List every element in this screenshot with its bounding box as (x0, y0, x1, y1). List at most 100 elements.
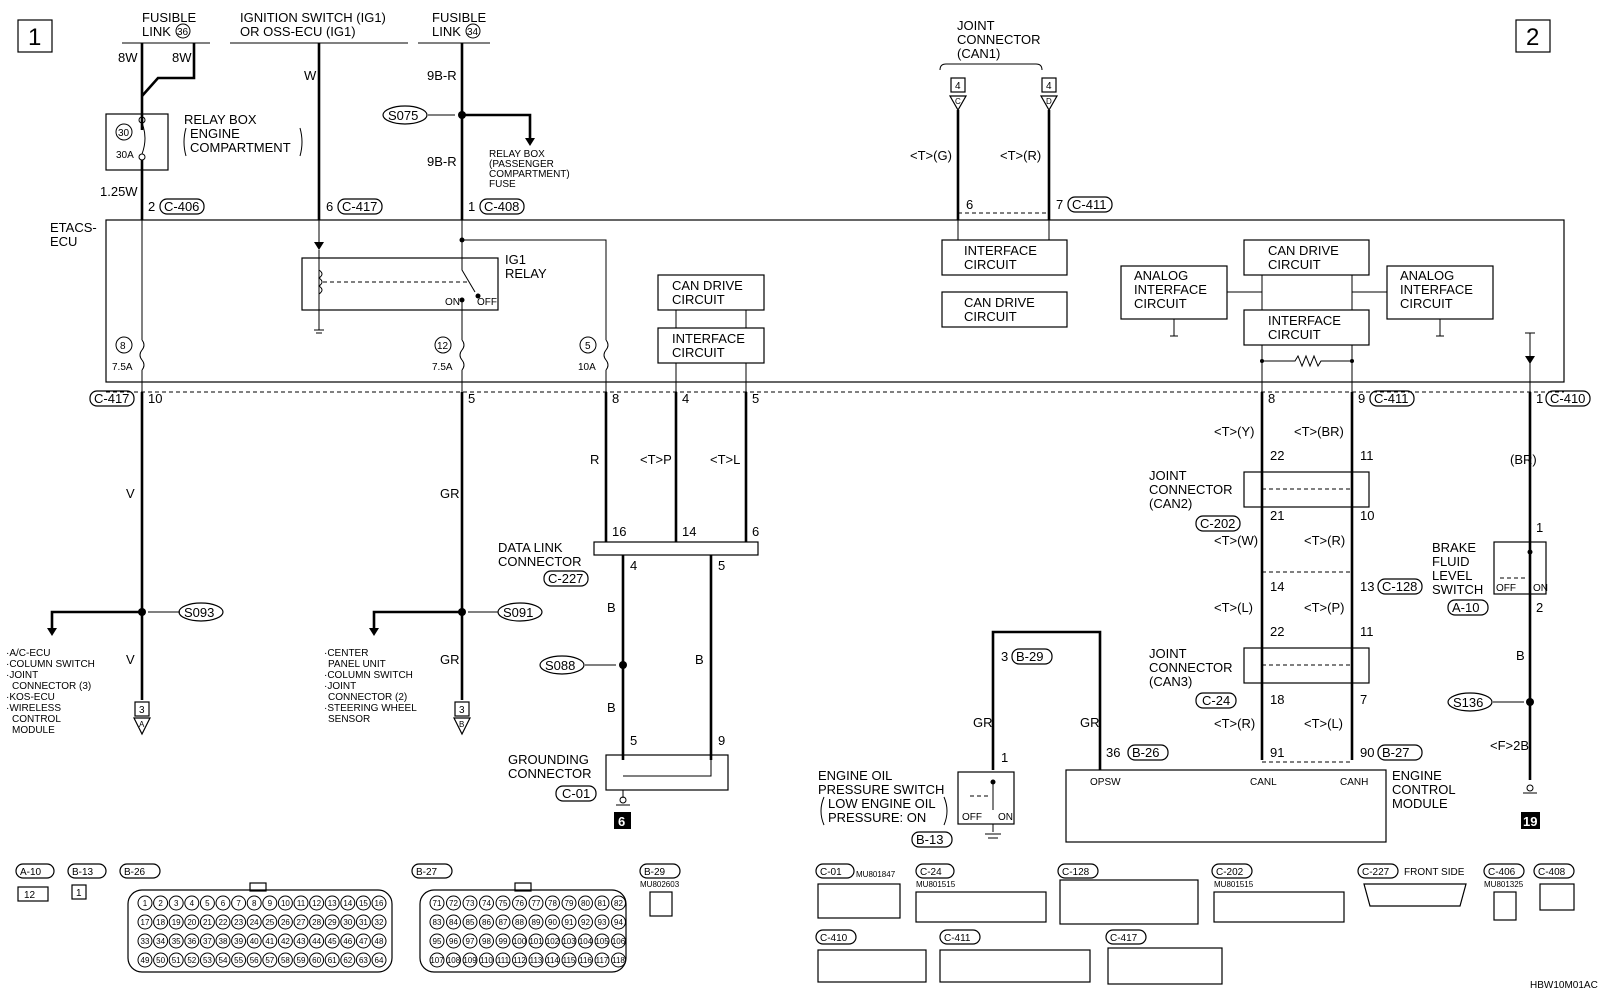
can1-c: C (955, 97, 961, 106)
relay-box-engine-line2: ENGINE (190, 126, 240, 141)
can1-pin-4b: 4 (1046, 81, 1052, 92)
pin-circle (594, 895, 610, 911)
pin-label: 95 (433, 937, 442, 946)
pin-5c: 5 (718, 558, 725, 573)
wire-t-br: <T>(BR) (1294, 424, 1344, 439)
interface-2-line1: INTERFACE (964, 243, 1037, 258)
pin-circle (137, 933, 153, 949)
pin-circle (293, 914, 309, 930)
pin-label: 13 (328, 899, 337, 908)
brake-line4: SWITCH (1432, 582, 1483, 597)
wire-t-l2: <T>(L) (1214, 600, 1253, 615)
pin-circle (512, 895, 527, 911)
pin-label: 85 (466, 918, 475, 927)
pin-label: 30 (343, 918, 352, 927)
pin-circle (293, 895, 309, 911)
mid-list-2: PANEL UNIT (328, 659, 386, 670)
pin-circle (137, 952, 153, 968)
pin-1c: 1 (1001, 750, 1008, 765)
pin-circle (578, 895, 593, 911)
pin-circle (611, 952, 626, 968)
pin-label: 33 (141, 937, 150, 946)
eng-oil-line4: PRESSURE: ON (828, 810, 926, 825)
pin-label: 12 (312, 899, 321, 908)
can-drive-2-line1: CAN DRIVE (964, 295, 1035, 310)
pin-circle (528, 952, 544, 968)
fuse-7-5a-b: 7.5A (432, 362, 453, 373)
brake-line3: LEVEL (1432, 568, 1472, 583)
pin-circle (231, 895, 247, 911)
analog-2-line1: ANALOG (1400, 268, 1454, 283)
pin-label: 31 (359, 918, 368, 927)
pin-4b: 4 (630, 558, 637, 573)
gnd-conn-line1: GROUNDING (508, 752, 589, 767)
relay-box-engine-line1: RELAY BOX (184, 112, 257, 127)
pin-circle (512, 933, 527, 949)
joint-can1-line1: JOINT (957, 18, 995, 33)
pin-circle (479, 895, 494, 911)
pin-label: 105 (595, 937, 609, 946)
pin-circle (611, 895, 626, 911)
legend-c417: C-417 (1110, 933, 1138, 944)
pin-label: 77 (532, 899, 541, 908)
pin-circle (578, 914, 593, 930)
pin-circle (561, 952, 577, 968)
pin-22: 22 (1270, 448, 1284, 463)
pin-label: 42 (281, 937, 290, 946)
pin-label: 47 (359, 937, 368, 946)
pin-label: 113 (530, 956, 543, 965)
fuse-30a: 30A (116, 150, 134, 161)
pin-circle (184, 914, 200, 930)
pin-label: 62 (343, 956, 352, 965)
legend-c01: C-01 (820, 867, 842, 878)
mid-list-5: CONNECTOR (2) (328, 692, 407, 703)
conn-c24: C-24 (1202, 693, 1230, 708)
wire-t-p: <T>P (640, 452, 672, 467)
wire-gr-4: GR (1080, 715, 1100, 730)
mid-list-3: ·COLUMN SWITCH (324, 670, 413, 681)
fuse-7-5a-a: 7.5A (112, 362, 133, 373)
ig1-relay-line2: RELAY (505, 266, 547, 281)
pin-circle (355, 952, 371, 968)
pin-label: 53 (203, 956, 212, 965)
pin-circle (246, 933, 262, 949)
oil-off: OFF (962, 812, 982, 823)
brake-off: OFF (1496, 583, 1516, 594)
pin-circle (153, 933, 169, 949)
pin-circle (324, 933, 340, 949)
legend-c406-part: MU801325 (1484, 880, 1524, 889)
pin-circle (231, 933, 247, 949)
pin-circle (495, 933, 511, 949)
brake-on: ON (1533, 583, 1548, 594)
conn-c411: C-411 (1072, 197, 1106, 212)
dlc-line1: DATA LINK (498, 540, 563, 555)
legend-b29-part: MU802603 (640, 880, 680, 889)
pin-circle (309, 895, 325, 911)
can-drive-3-line2: CIRCUIT (1268, 257, 1321, 272)
pin-14b: 14 (1270, 579, 1284, 594)
pin-circle (340, 933, 356, 949)
pin-label: 101 (529, 937, 543, 946)
pin-circle (495, 914, 511, 930)
pin-circle (561, 914, 577, 930)
left-list-7: CONTROL (12, 714, 61, 725)
pin-8: 8 (612, 391, 619, 406)
pin-label: 88 (515, 918, 524, 927)
pin-label: 93 (598, 918, 607, 927)
pin-label: 37 (203, 937, 212, 946)
splice-s075: S075 (388, 108, 418, 123)
pin-label: 28 (312, 918, 321, 927)
pin-circle (277, 914, 293, 930)
fusible-link-36-num: 36 (177, 27, 189, 38)
pin-label: 39 (234, 937, 243, 946)
pin-label: 99 (499, 937, 508, 946)
wire-t-l: <T>L (710, 452, 740, 467)
wire-b-3: B (607, 700, 616, 715)
pin-label: 8 (252, 899, 257, 908)
relay-on: ON (445, 297, 460, 308)
pin-circle (246, 914, 262, 930)
ecm-line1: ENGINE (1392, 768, 1442, 783)
pin-circle (168, 895, 184, 911)
